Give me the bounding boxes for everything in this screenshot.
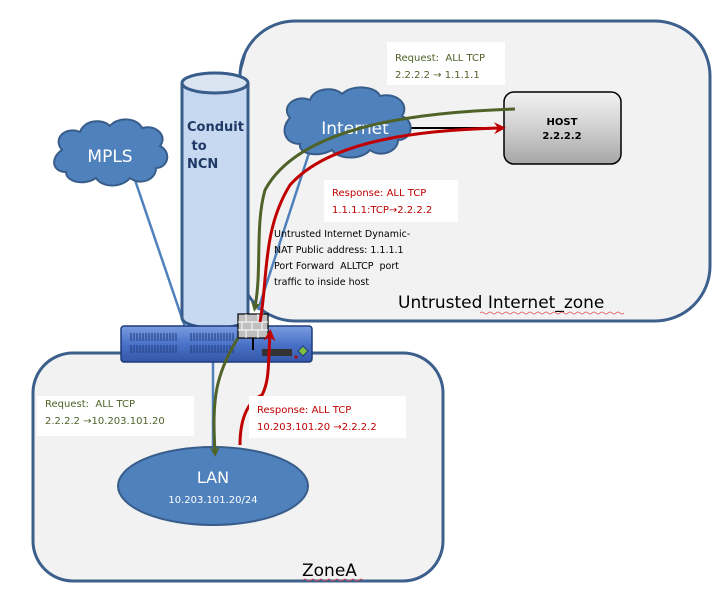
conduit-cylinder: [180, 54, 250, 330]
host-label: HOST: [547, 117, 578, 128]
untrusted-zone-label: Untrusted Internet_zone: [398, 293, 604, 313]
firewall-appliance[interactable]: [120, 325, 313, 363]
display-panel: [262, 349, 292, 356]
conduit-label-line1: Conduit: [187, 120, 244, 135]
host-node[interactable]: [503, 91, 622, 165]
request-top-line2: 2.2.2.2 → 1.1.1.1: [395, 70, 480, 81]
lan-subnet: 10.203.101.20/24: [168, 495, 257, 506]
internet-link: [256, 149, 312, 311]
nat-note-line3: Port Forward ALLTCP port: [274, 261, 399, 272]
response-top-note-bg: [324, 180, 458, 222]
response-top-line1: Response: ALL TCP: [332, 188, 426, 199]
request-bottom-line2: 2.2.2.2 →10.203.101.20: [45, 416, 165, 427]
nat-note-line2: NAT Public address: 1.1.1.1: [274, 245, 404, 256]
mpls-label: MPLS: [87, 147, 132, 167]
response-bottom-line1: Response: ALL TCP: [257, 405, 351, 416]
response-top-line2: 1.1.1.1:TCP→2.2.2.2: [332, 205, 432, 216]
request-bottom-note-bg: [37, 396, 194, 436]
response-bottom-note-bg: [249, 396, 406, 438]
request-top-line1: Request: ALL TCP: [395, 53, 485, 64]
vent-slots: [130, 333, 234, 353]
request-top-note-bg: [387, 42, 505, 85]
conduit-label-line3: NCN: [187, 157, 218, 172]
request-path: [209, 107, 516, 457]
request-bottom-line1: Request: ALL TCP: [45, 399, 135, 410]
host-ip: 2.2.2.2: [542, 131, 581, 142]
status-led-icon: [294, 345, 309, 359]
lan-label: LAN: [197, 468, 229, 487]
response-path: [238, 122, 506, 446]
conduit-label-line2: to: [187, 139, 207, 154]
spellcheck-squiggle-zonea: [302, 578, 364, 582]
firewall-brick-icon: [237, 313, 269, 350]
zonea-label: ZoneA: [302, 561, 357, 581]
nat-note-line1: Untrusted Internet Dynamic-: [274, 229, 410, 240]
response-bottom-line2: 10.203.101.20 →2.2.2.2: [257, 422, 377, 433]
mpls-cloud[interactable]: [53, 118, 169, 187]
spellcheck-squiggle: [479, 311, 625, 315]
mpls-link: [133, 179, 187, 328]
nat-note-line4: traffic to inside host: [274, 277, 369, 288]
